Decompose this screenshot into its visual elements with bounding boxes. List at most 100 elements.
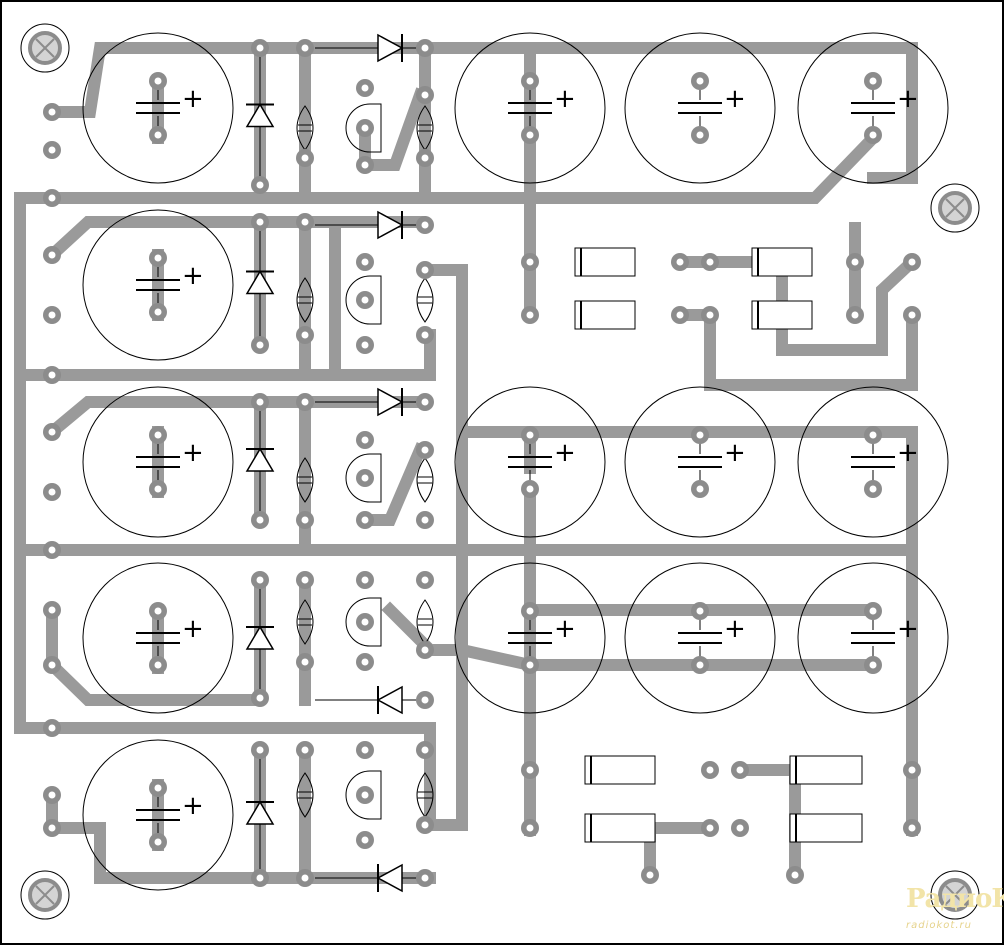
pad-hole — [48, 251, 56, 259]
pad-hole — [696, 77, 704, 85]
pad-hole — [48, 791, 56, 799]
pad-hole — [361, 161, 369, 169]
film-capacitor-outline — [296, 772, 314, 818]
pad-hole — [361, 836, 369, 844]
pad-hole — [48, 428, 56, 436]
pad-hole — [301, 658, 309, 666]
pad-hole — [526, 485, 534, 493]
electrolytic-capacitor-outline — [82, 562, 234, 714]
pad-hole — [421, 821, 429, 829]
pad-hole — [869, 485, 877, 493]
pad-hole — [421, 446, 429, 454]
capacitor-polarity-mark: + — [724, 614, 746, 644]
trace — [14, 129, 882, 204]
electrolytic-capacitor-outline — [454, 32, 606, 184]
resistor-body — [584, 755, 656, 785]
capacitor-polarity-mark: + — [182, 614, 204, 644]
pad-hole — [154, 254, 162, 262]
diode-body — [245, 270, 275, 295]
trace — [14, 329, 436, 381]
pad-hole — [526, 311, 534, 319]
pad-hole — [526, 431, 534, 439]
pad-hole — [421, 516, 429, 524]
transistor-outline — [345, 597, 382, 647]
trace — [419, 264, 468, 831]
pad-hole — [361, 84, 369, 92]
pad-hole — [706, 824, 714, 832]
film-capacitor-outline — [416, 277, 434, 323]
capacitor-polarity-mark: + — [724, 438, 746, 468]
pad-hole — [526, 131, 534, 139]
trace — [674, 309, 918, 391]
pad-hole — [48, 824, 56, 832]
pad-hole — [526, 258, 534, 266]
electrolytic-capacitor-outline — [82, 739, 234, 891]
electrolytic-capacitor-outline — [624, 386, 776, 538]
component-outlines — [20, 23, 980, 920]
diode-body — [376, 685, 403, 715]
pad-hole — [869, 77, 877, 85]
pad-hole — [421, 266, 429, 274]
pad-hole — [526, 661, 534, 669]
watermark-logo: РадиоКот — [906, 884, 1004, 914]
pad-hole — [301, 398, 309, 406]
pad-hole — [256, 576, 264, 584]
resistor-body — [574, 247, 636, 277]
pad-hole — [851, 258, 859, 266]
pad-hole — [736, 824, 744, 832]
trace — [14, 722, 436, 831]
trace — [46, 604, 256, 706]
pad-hole — [421, 221, 429, 229]
pad-hole — [361, 296, 369, 304]
pad-hole — [696, 131, 704, 139]
capacitor-polarity-mark: + — [182, 791, 204, 821]
pad-hole — [421, 874, 429, 882]
electrolytic-capacitor-outline — [454, 386, 606, 538]
pad-hole — [301, 516, 309, 524]
capacitor-polarity-mark: + — [897, 614, 919, 644]
pad-hole — [361, 436, 369, 444]
pad-hole — [421, 154, 429, 162]
pad-hole — [361, 474, 369, 482]
capacitor-polarity-mark: + — [182, 261, 204, 291]
resistor-body — [789, 755, 863, 785]
diode-body — [245, 447, 275, 472]
pad-hole — [256, 398, 264, 406]
pad-hole — [869, 431, 877, 439]
pad-hole — [154, 661, 162, 669]
pad-hole — [421, 44, 429, 52]
pad-hole — [869, 131, 877, 139]
pad-hole — [154, 131, 162, 139]
capacitor-polarity-mark: + — [554, 84, 576, 114]
pad-hole — [301, 576, 309, 584]
pad-hole — [301, 746, 309, 754]
watermark-url: radiokot.ru — [906, 920, 972, 931]
capacitor-polarity-mark: + — [897, 84, 919, 114]
diode-body — [376, 863, 403, 893]
pad-hole — [48, 606, 56, 614]
pad-hole — [256, 218, 264, 226]
resistor-body — [584, 813, 656, 843]
trace — [359, 87, 428, 171]
pad-hole — [421, 696, 429, 704]
trace — [46, 42, 918, 184]
pad-hole — [361, 618, 369, 626]
capacitor-polarity-mark: + — [554, 438, 576, 468]
pad-hole — [421, 331, 429, 339]
pad-hole — [706, 258, 714, 266]
capacitor-polarity-mark: + — [554, 614, 576, 644]
pad-hole — [676, 258, 684, 266]
pad-hole — [736, 766, 744, 774]
pad-hole — [256, 694, 264, 702]
electrolytic-capacitor-outline — [624, 32, 776, 184]
pad-hole — [154, 308, 162, 316]
diode-body — [377, 33, 404, 63]
electrolytic-capacitor-outline — [797, 32, 949, 184]
capacitor-polarity-mark: + — [897, 438, 919, 468]
trace — [456, 426, 918, 836]
radiokot-watermark: РадиоКот radiokot.ru — [900, 880, 1004, 940]
pad-hole — [361, 746, 369, 754]
solder-pads — [43, 39, 921, 887]
capacitor-polarity-mark: + — [182, 438, 204, 468]
